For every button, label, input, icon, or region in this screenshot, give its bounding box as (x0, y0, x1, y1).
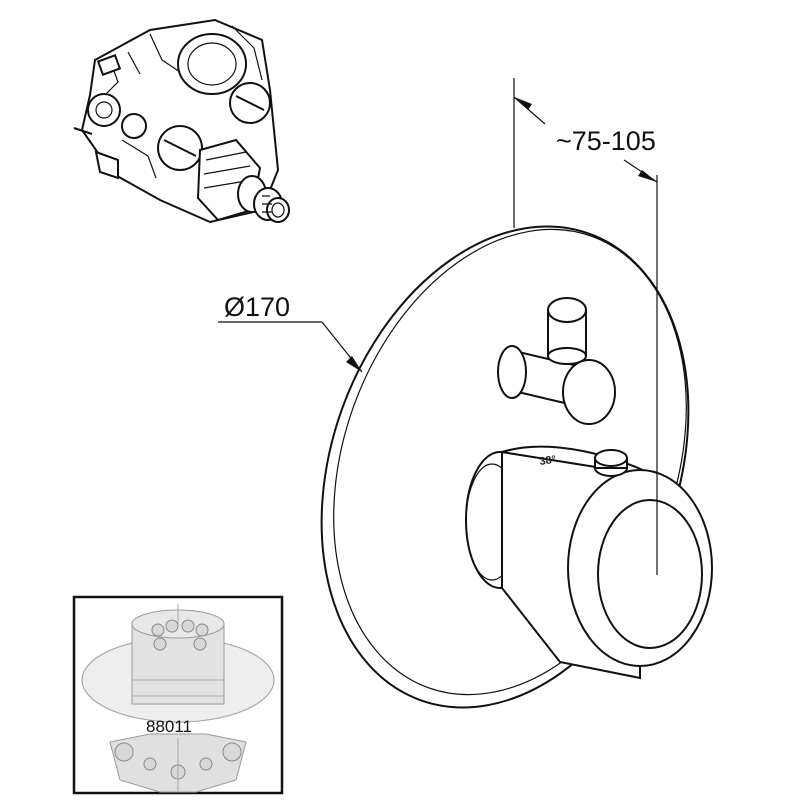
diverter-lever (497, 297, 616, 425)
inset-part-number: 88011 (146, 717, 192, 736)
valve-body-illustration (73, 18, 290, 224)
temperature-mark: 38° (539, 454, 557, 468)
depth-dimension-label: ~75-105 (556, 126, 656, 156)
inset-box (72, 595, 284, 795)
dimension-lines (218, 78, 658, 575)
diameter-dimension-label: Ø170 (224, 292, 290, 322)
thermostat-handle: 38° (465, 445, 713, 680)
